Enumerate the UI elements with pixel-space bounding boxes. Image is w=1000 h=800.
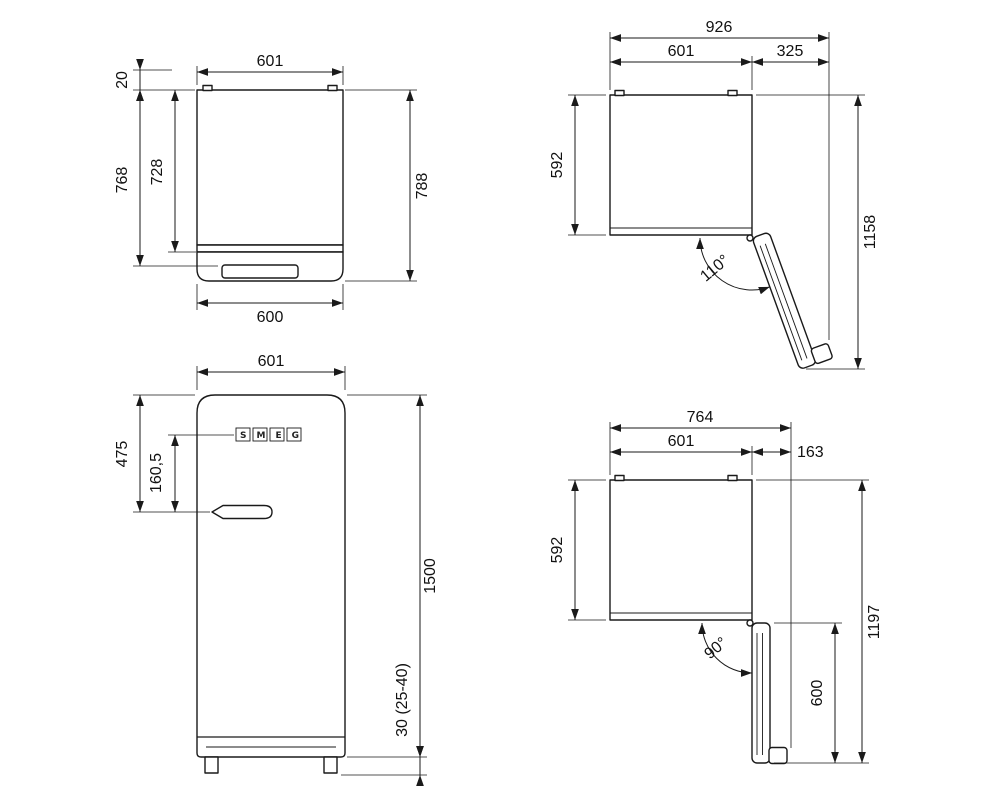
dim-depth-door: 768 xyxy=(114,90,218,267)
logo-box xyxy=(235,427,251,442)
handle-plate xyxy=(221,264,299,279)
foot-right xyxy=(323,756,338,774)
dim-width: 601 xyxy=(196,353,346,390)
dim-depth-cabinet: 592 xyxy=(549,94,606,236)
door-outline xyxy=(752,232,817,369)
dim-depth-cabinet: 728 xyxy=(149,90,196,253)
cabinet-outline xyxy=(196,89,344,246)
dim-label: 764 xyxy=(687,409,714,426)
hinge-tab-right xyxy=(727,89,738,97)
dim-width-cabinet: 601 xyxy=(610,433,753,475)
swing-arc xyxy=(696,237,770,295)
cabinet-outline xyxy=(609,479,753,621)
dim-label: 728 xyxy=(149,159,166,186)
swing-arc xyxy=(698,622,753,677)
dim-label: 601 xyxy=(257,53,284,70)
logo-box xyxy=(269,427,285,442)
dim-label: 325 xyxy=(777,43,804,60)
door-handle xyxy=(768,746,788,765)
dim-label: 1197 xyxy=(866,605,883,640)
dim-handle-from-top: 475 xyxy=(114,394,210,513)
logo-box xyxy=(286,427,302,442)
dim-depth-total: 1158 xyxy=(756,94,879,370)
door-contour-line xyxy=(764,243,808,359)
dim-label: 30 (25-40) xyxy=(394,663,411,737)
hinge-tab-right xyxy=(727,474,738,482)
dim-label: 601 xyxy=(258,353,285,370)
dim-open-angle: 90° xyxy=(698,622,753,677)
dim-door-projection: 163 xyxy=(752,444,824,461)
dim-width-bottom: 600 xyxy=(196,284,344,326)
door-open-110 xyxy=(752,232,833,369)
view-plan-closed: 601 20 768 728 788 600 xyxy=(114,53,431,326)
dim-label: 788 xyxy=(414,173,431,200)
dim-width-top: 601 xyxy=(196,53,344,85)
door-contour-line xyxy=(759,245,803,361)
dim-label: 768 xyxy=(114,167,131,194)
dim-label: 20 xyxy=(114,71,131,89)
dim-width-total: 926 xyxy=(609,19,830,340)
dim-feet-height: 30 (25-40) xyxy=(341,663,427,786)
dim-label: 1158 xyxy=(862,215,879,250)
dim-label: 592 xyxy=(549,152,566,179)
cabinet-front-band xyxy=(196,244,344,253)
dim-label: 600 xyxy=(257,309,284,326)
dim-label: 592 xyxy=(549,537,566,564)
dim-label: 163 xyxy=(797,444,824,461)
dim-label: 926 xyxy=(706,19,733,36)
view-front: SMEG 601 475 160,5 1500 30 (25 xyxy=(114,353,439,786)
dim-width-cabinet: 601 xyxy=(610,43,753,90)
dim-label: 160,5 xyxy=(148,453,165,493)
cabinet-outline xyxy=(609,94,753,236)
dim-clearance-top: 20 xyxy=(114,59,195,101)
logo-box xyxy=(252,427,268,442)
door-outline xyxy=(751,622,771,764)
dim-depth-total: 788 xyxy=(345,89,431,282)
angle-label: 110° xyxy=(697,252,732,286)
door-handle xyxy=(211,504,273,520)
dim-depth-total: 1197 xyxy=(756,479,883,764)
dim-depth-cabinet: 592 xyxy=(549,479,606,621)
dim-label: 475 xyxy=(114,441,131,468)
hinge-tab-left xyxy=(614,474,625,482)
angle-label: 90° xyxy=(701,634,730,663)
hinge-tab-left xyxy=(614,89,625,97)
view-plan-open-90: 764 601 163 592 1197 600 90° xyxy=(549,409,883,765)
dim-door-projection: 325 xyxy=(752,43,829,66)
dim-label: 1500 xyxy=(422,558,439,594)
brand-logo: SMEG xyxy=(235,427,309,442)
dim-door-width: 600 xyxy=(774,622,842,763)
dim-label: 601 xyxy=(668,43,695,60)
dim-handle-to-logo: 160,5 xyxy=(148,434,234,512)
dim-label: 601 xyxy=(668,433,695,450)
door-handle xyxy=(810,343,833,365)
logo-text: SMEG xyxy=(240,431,309,441)
hinge-pin xyxy=(746,234,754,242)
dim-label: 600 xyxy=(809,680,826,707)
foot-left xyxy=(204,756,219,774)
hinge-tab-right xyxy=(327,84,338,92)
dim-height: 1500 xyxy=(347,394,439,758)
view-plan-open-110: 926 601 325 592 1158 110° xyxy=(549,19,879,370)
hinge-tab-left xyxy=(202,84,213,92)
door-open-90 xyxy=(751,622,788,765)
fridge-front-outline xyxy=(196,394,346,758)
